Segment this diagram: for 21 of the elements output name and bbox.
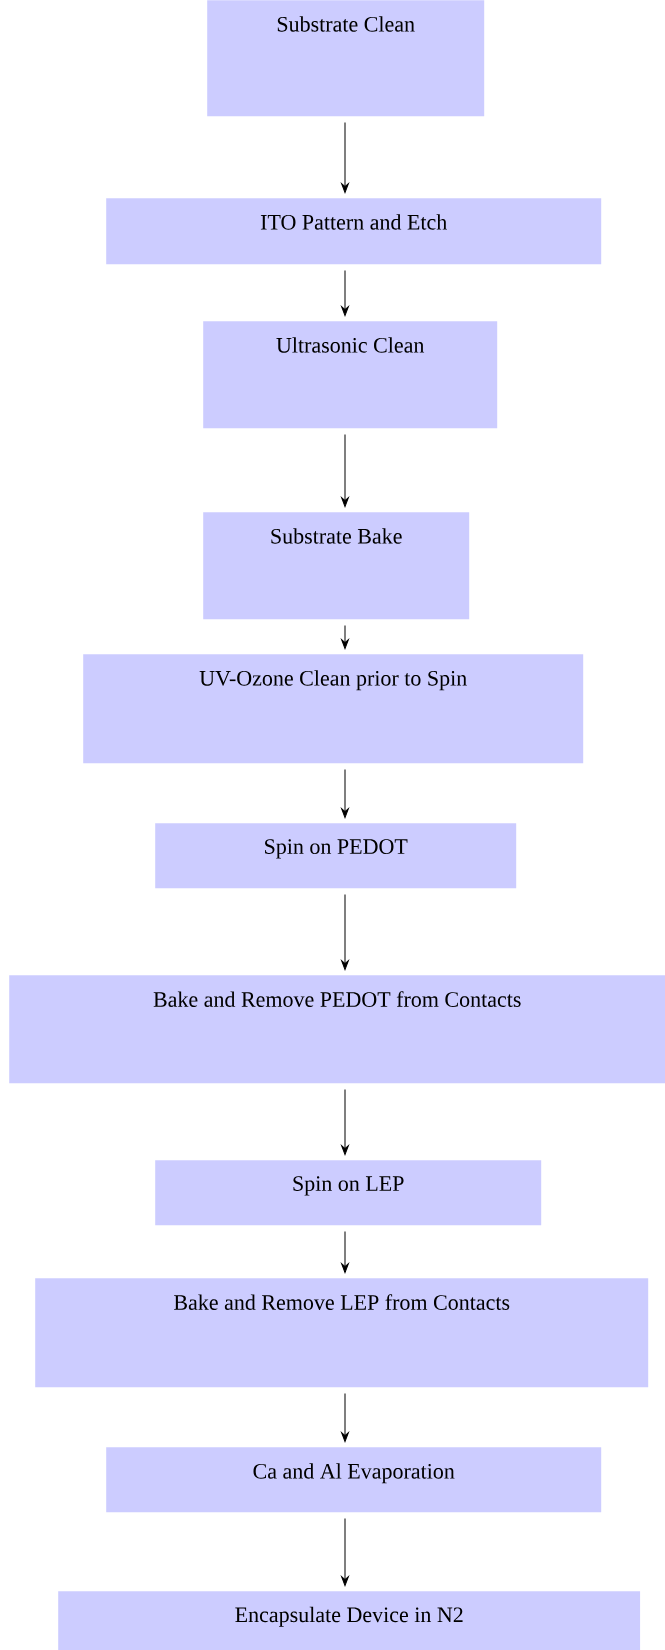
process-box: Spin on LEP: [155, 1160, 542, 1226]
arrow: [341, 1230, 349, 1274]
arrow: [341, 624, 349, 650]
arrow: [341, 121, 349, 194]
process-box: Substrate Bake: [203, 512, 470, 620]
process-box: Ultrasonic Clean: [203, 321, 498, 429]
arrow: [341, 893, 349, 971]
arrow: [341, 1088, 349, 1156]
arrow: [341, 433, 349, 508]
process-box: Ca and Al Evaporation: [106, 1447, 602, 1513]
arrow: [341, 1392, 349, 1443]
arrow: [341, 269, 349, 317]
process-box: Encapsulate Device in N2: [58, 1591, 641, 1650]
arrow: [341, 1517, 349, 1587]
process-box: UV-Ozone Clean prior to Spin: [83, 654, 584, 764]
process-box: ITO Pattern and Etch: [106, 198, 602, 265]
process-box: Substrate Clean: [207, 0, 485, 117]
arrow: [341, 768, 349, 819]
process-box: Bake and Remove PEDOT from Contacts: [9, 975, 665, 1084]
process-box: Bake and Remove LEP from Contacts: [35, 1278, 649, 1388]
process-box: Spin on PEDOT: [155, 823, 517, 889]
